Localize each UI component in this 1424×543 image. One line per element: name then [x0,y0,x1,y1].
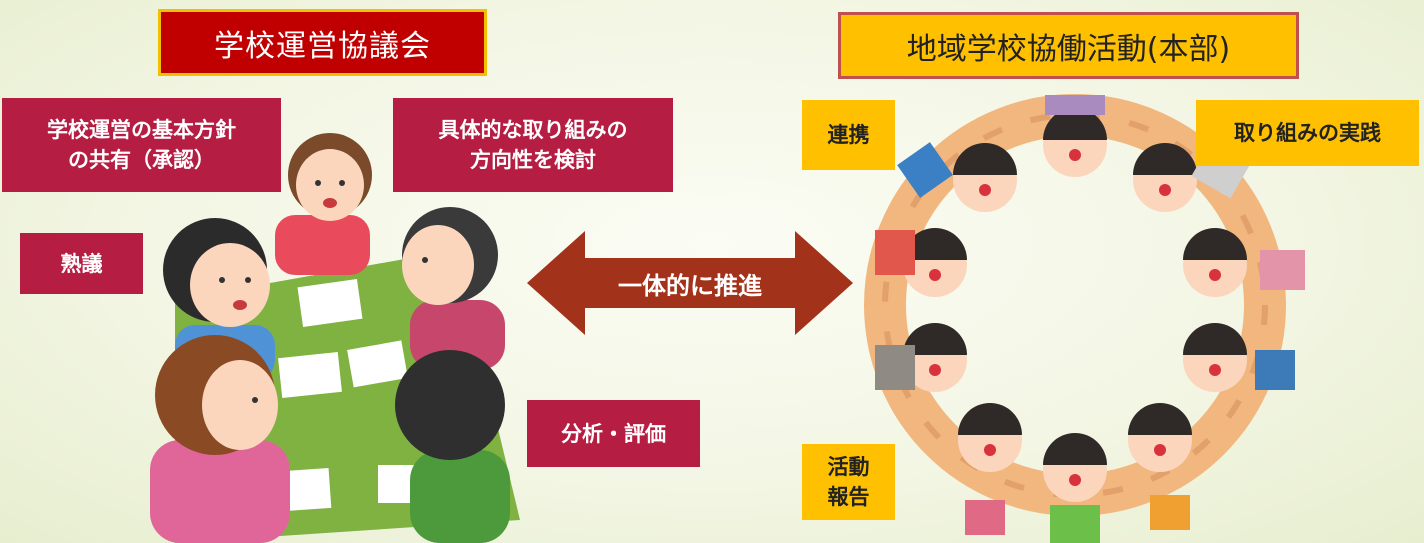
community-activity-title: 地域学校協働活動(本部) [838,12,1299,79]
practice-box: 取り組みの実践 [1196,100,1419,166]
cooperation-box: 連携 [802,100,895,170]
circle-of-people-illustration [864,94,1305,543]
direction-review-box: 具体的な取り組みの 方向性を検討 [393,98,673,192]
meeting-illustration [150,133,520,543]
double-arrow [527,231,853,335]
integrated-promotion-label: 一体的に推進 [618,271,762,300]
school-council-title: 学校運営協議会 [158,9,487,76]
analysis-evaluation-box: 分析・評価 [527,400,700,467]
policy-sharing-box: 学校運営の基本方針 の共有（承認） [2,98,281,192]
deliberation-box: 熟議 [20,233,143,294]
activity-report-box: 活動 報告 [802,444,895,520]
